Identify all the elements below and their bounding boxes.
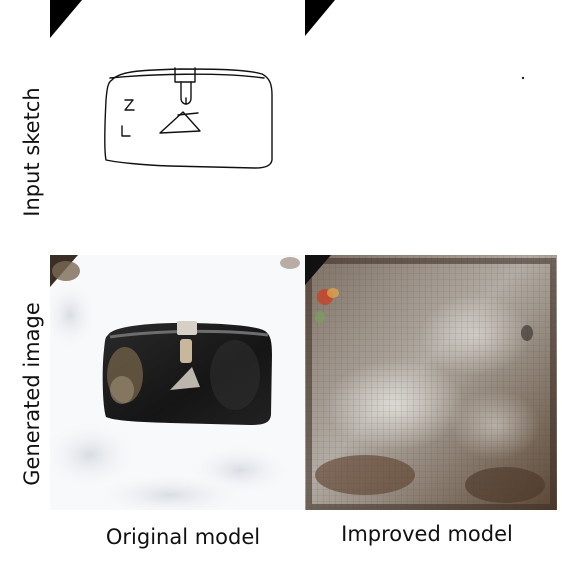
sketch-panel-original bbox=[50, 0, 305, 255]
sketch-panel-improved bbox=[305, 0, 560, 255]
row-label-generated-image: Generated image bbox=[20, 302, 44, 486]
row-label-input-sketch: Input sketch bbox=[20, 87, 44, 217]
column-label-improved-model: Improved model bbox=[341, 522, 513, 546]
generated-panel-improved bbox=[305, 255, 560, 510]
column-label-original-model: Original model bbox=[105, 525, 261, 549]
generated-panel-original bbox=[50, 255, 305, 510]
